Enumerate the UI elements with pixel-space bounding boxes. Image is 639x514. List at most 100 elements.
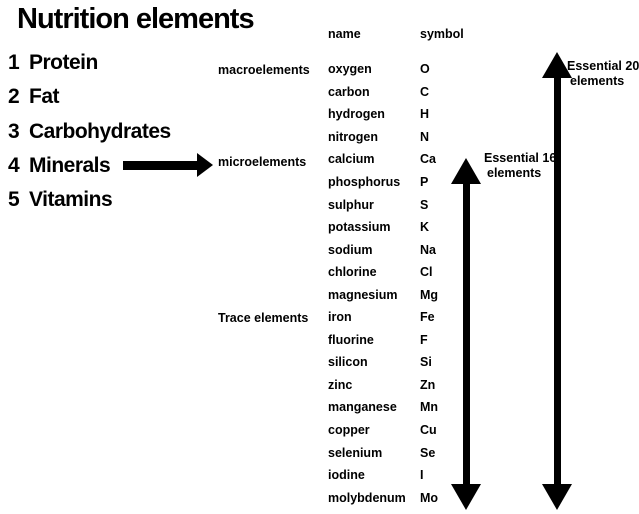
element-name: carbon [328, 84, 370, 99]
element-symbol: Mn [420, 400, 439, 415]
essential-20-double-arrow-icon [542, 52, 572, 510]
list-item-number: 1 [8, 51, 20, 75]
table-row: potassium K [328, 216, 438, 239]
element-symbol: Fe [420, 310, 435, 325]
list-item-protein: 1 Protein [8, 46, 171, 80]
list-item-number: 2 [8, 85, 20, 109]
element-name: hydrogen [328, 107, 385, 122]
element-symbol: Na [420, 242, 436, 257]
list-item-label: Protein [29, 51, 98, 75]
element-symbol: Ca [420, 152, 436, 167]
arrow-shaft [553, 78, 561, 484]
list-item-number: 4 [8, 154, 20, 178]
element-name: selenium [328, 445, 383, 460]
element-name: magnesium [328, 287, 398, 302]
table-row: chlorine Cl [328, 261, 438, 284]
category-microelements: microelements [218, 155, 307, 169]
element-symbol: N [420, 129, 430, 144]
category-trace-elements: Trace elements [218, 311, 309, 325]
list-item-carbohydrates: 3 Carbohydrates [8, 115, 171, 149]
arrow-head-up [542, 52, 572, 78]
arrow-head-up [451, 158, 481, 184]
arrow-head-down [451, 484, 481, 510]
table-row: molybdenum Mo [328, 486, 438, 509]
essential-16-line2: elements [487, 166, 542, 180]
list-item-label: Carbohydrates [29, 119, 171, 143]
table-row: zinc Zn [328, 374, 438, 397]
table-row: silicon Si [328, 351, 438, 374]
list-item-label: Minerals [29, 154, 111, 178]
essential-20-label: Essential 20 elements [567, 59, 639, 89]
element-symbol: H [420, 107, 430, 122]
elements-table: oxygen O carbon C hydrogen H nitrogen N … [328, 58, 438, 509]
table-header-symbol: symbol [420, 27, 464, 41]
element-symbol: Cl [420, 265, 433, 280]
element-symbol: O [420, 62, 430, 77]
element-name: chlorine [328, 265, 377, 280]
list-item-number: 5 [8, 188, 20, 212]
nutrition-list: 1 Protein 2 Fat 3 Carbohydrates 4 Minera… [8, 46, 171, 217]
table-row: hydrogen H [328, 103, 438, 126]
list-item-label: Vitamins [29, 188, 113, 212]
element-name: fluorine [328, 332, 374, 347]
table-row: oxygen O [328, 58, 438, 81]
element-name: sulphur [328, 197, 374, 212]
element-symbol: Se [420, 445, 436, 460]
essential-20-line1: Essential 20 [567, 59, 639, 73]
table-row: calcium Ca [328, 148, 438, 171]
element-symbol: C [420, 84, 430, 99]
list-item-label: Fat [29, 85, 60, 109]
table-header-name: name [328, 27, 361, 41]
arrow-head-down [542, 484, 572, 510]
element-symbol: Mo [420, 490, 439, 505]
element-symbol: Cu [420, 423, 437, 438]
element-name: iodine [328, 468, 365, 483]
essential-16-line1: Essential 16 [484, 151, 557, 165]
essential-16-label: Essential 16 elements [484, 151, 556, 181]
arrow-body [123, 160, 197, 170]
table-row: nitrogen N [328, 126, 438, 149]
arrow-head [197, 153, 213, 177]
element-symbol: Mg [420, 287, 439, 302]
list-item-vitamins: 5 Vitamins [8, 183, 171, 217]
element-symbol: Si [420, 355, 432, 370]
element-name: phosphorus [328, 175, 401, 189]
element-symbol: I [420, 468, 424, 483]
element-name: zinc [328, 377, 353, 392]
element-name: molybdenum [328, 490, 406, 505]
page-title: Nutrition elements [17, 3, 255, 35]
table-row: carbon C [328, 81, 438, 104]
table-row: phosphorus P [328, 171, 438, 194]
element-name: copper [328, 423, 370, 438]
element-symbol: S [420, 197, 429, 212]
arrow-shaft [462, 184, 470, 484]
table-row: iodine I [328, 464, 438, 487]
list-item-number: 3 [8, 119, 20, 143]
table-row: magnesium Mg [328, 283, 438, 306]
table-row: copper Cu [328, 419, 438, 442]
element-name: silicon [328, 355, 368, 370]
element-name: oxygen [328, 62, 372, 77]
element-name: manganese [328, 400, 397, 415]
table-row: fluorine F [328, 329, 438, 352]
list-item-minerals: 4 Minerals [8, 149, 171, 183]
element-name: sodium [328, 242, 373, 257]
element-symbol: Zn [420, 377, 436, 392]
list-item-fat: 2 Fat [8, 80, 171, 114]
element-symbol: K [420, 220, 430, 235]
element-name: potassium [328, 220, 391, 235]
minerals-right-arrow-icon [123, 153, 213, 177]
table-row: sodium Na [328, 238, 438, 261]
element-name: iron [328, 310, 352, 325]
element-name: calcium [328, 152, 375, 167]
table-row: sulphur S [328, 193, 438, 216]
table-row: iron Fe [328, 306, 438, 329]
element-name: nitrogen [328, 129, 378, 144]
category-macroelements: macroelements [218, 63, 310, 77]
table-row: manganese Mn [328, 396, 438, 419]
table-row: selenium Se [328, 441, 438, 464]
element-symbol: F [420, 332, 428, 347]
essential-16-double-arrow-icon [451, 158, 481, 510]
essential-20-line2: elements [570, 74, 625, 88]
